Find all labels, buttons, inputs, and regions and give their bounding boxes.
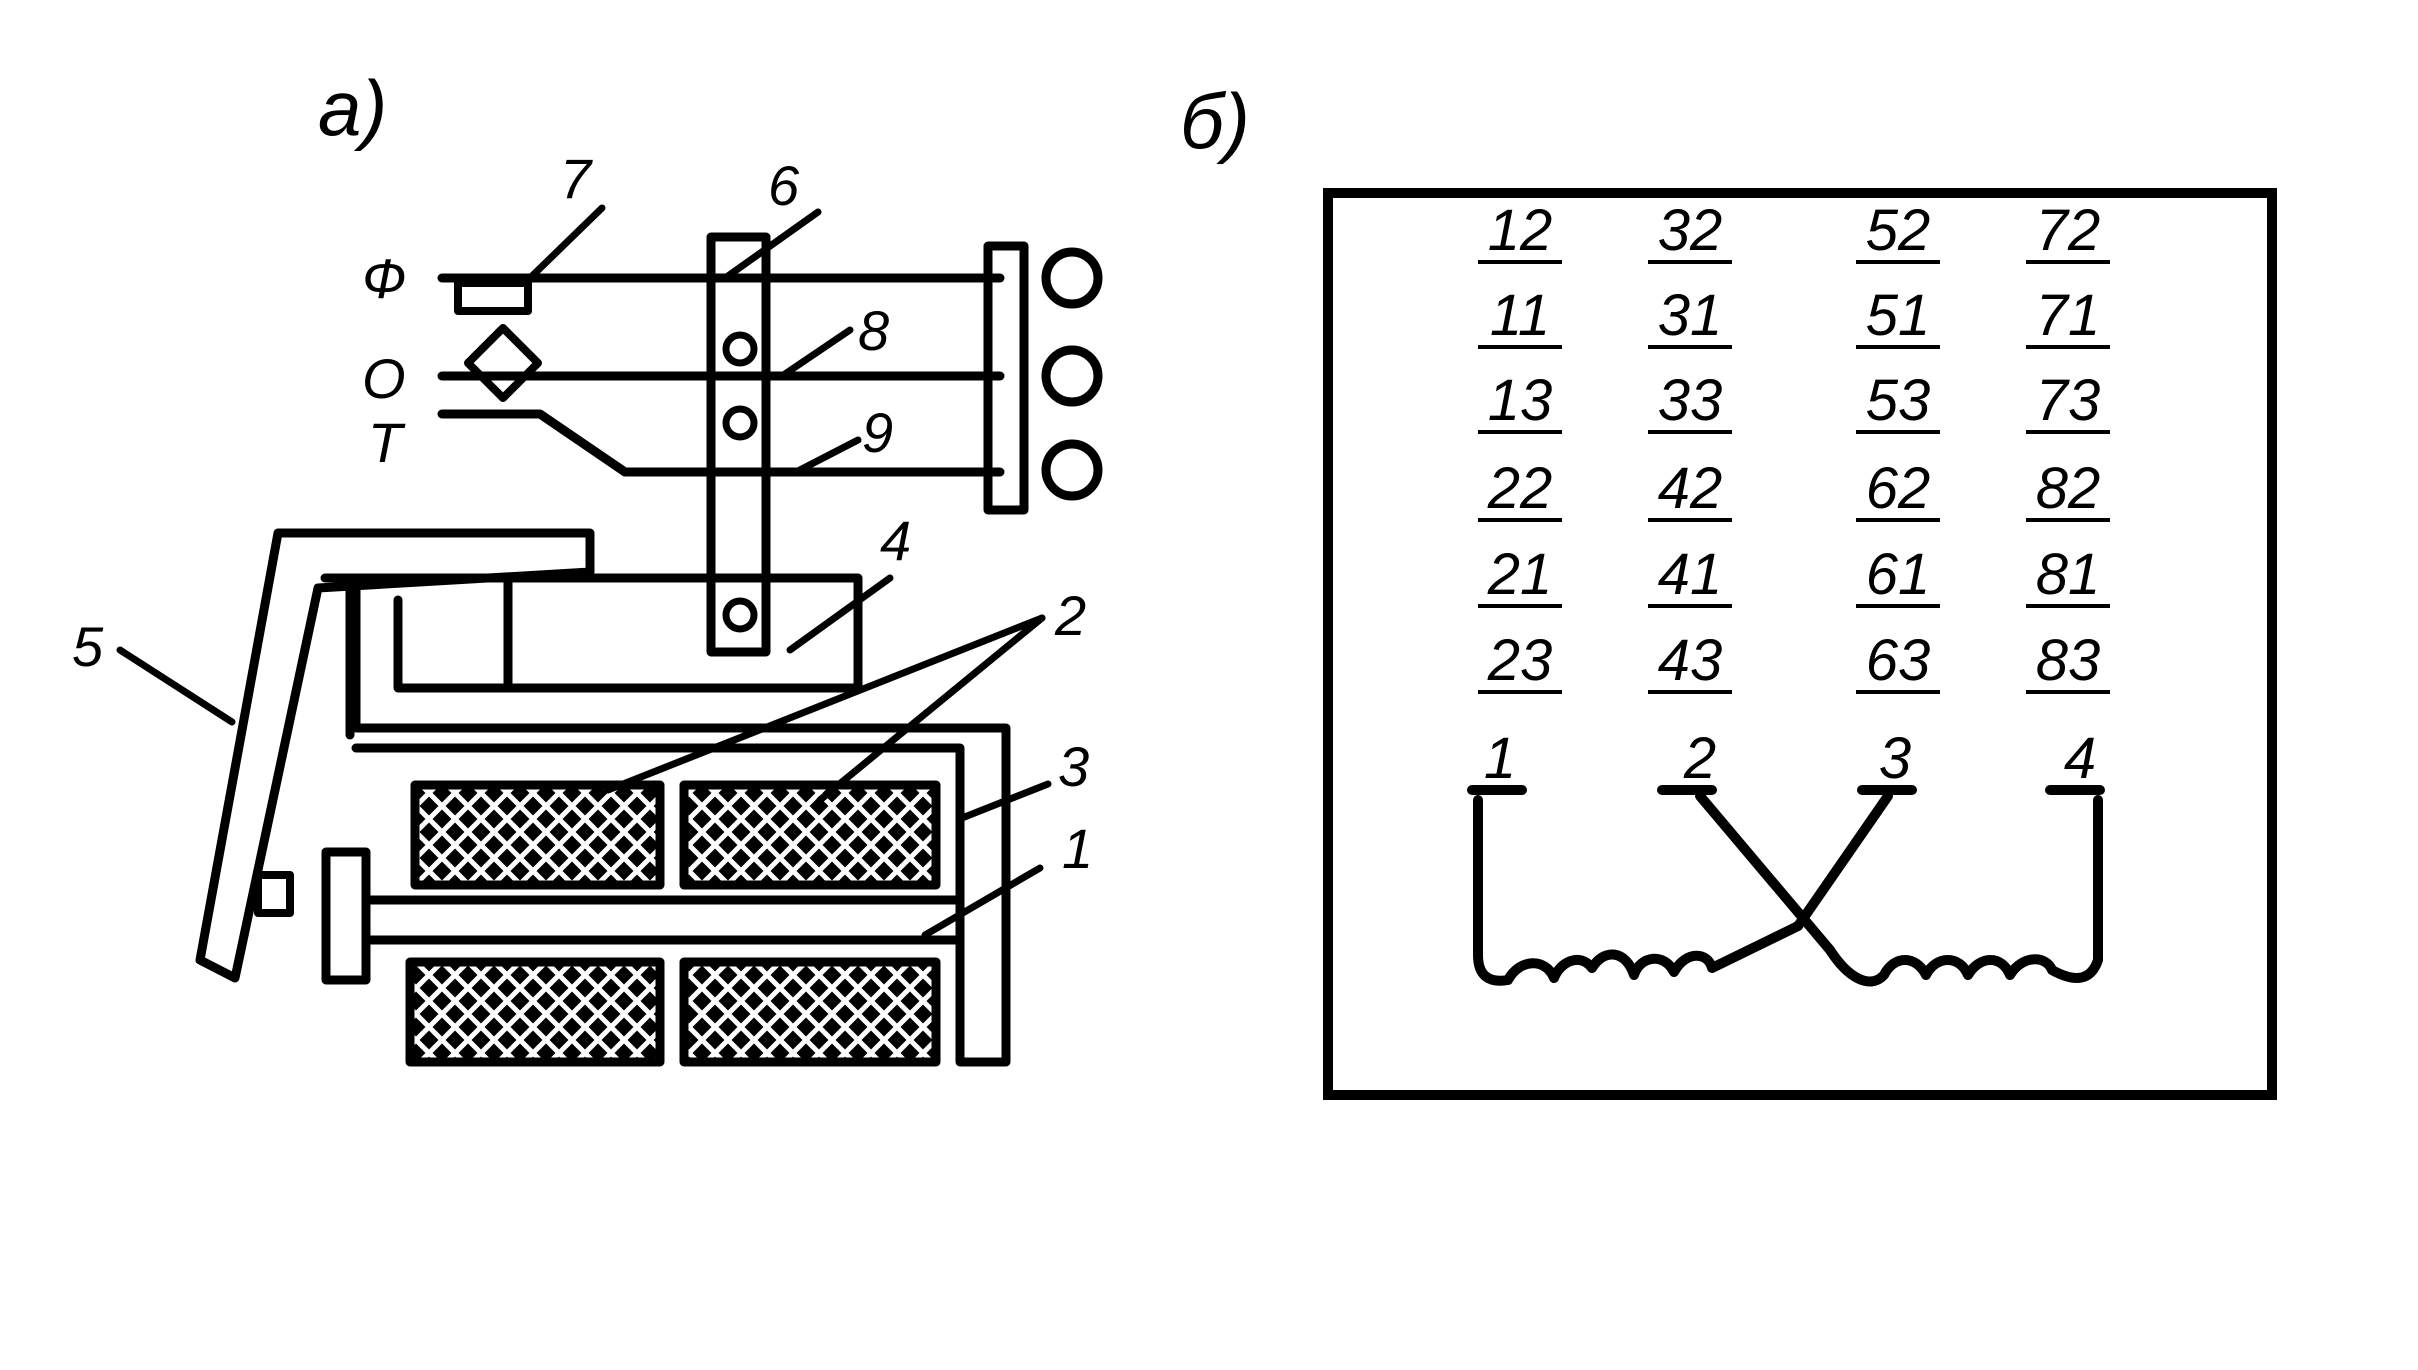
winding-terminal-labels: 1 2 3 4 (1484, 726, 2096, 791)
part-number-1: 1 (1062, 817, 1093, 880)
plunger-head (321, 847, 371, 985)
panel-a-title: а) (318, 64, 387, 152)
lever-stop (254, 871, 294, 917)
leader-lines (116, 204, 1052, 939)
coil-lower-left (405, 957, 665, 1067)
terminal-ring-3 (1041, 439, 1103, 501)
leader-2b (816, 614, 1046, 804)
leader-3 (958, 780, 1052, 822)
traverse-pin-1 (722, 331, 758, 367)
terminal-ring-1 (1041, 247, 1103, 309)
terminal-label: 53 (1866, 368, 1931, 433)
terminal-label: 12 (1488, 198, 1553, 263)
terminal-label: 33 (1658, 368, 1723, 433)
terminal-ring-2 (1041, 345, 1103, 407)
bus-label-phi: Ф (362, 247, 407, 310)
terminal-label: 43 (1658, 628, 1723, 693)
terminal-label: 22 (1487, 456, 1553, 521)
lead-2-to-right (1695, 791, 1835, 955)
contact-7 (454, 279, 532, 315)
terminal-grid: 12 32 52 72 11 31 51 71 13 33 53 73 22 42 62 82 21 41 61 81… (1478, 198, 2110, 694)
terminal-label: 61 (1866, 542, 1931, 607)
bus-t (437, 409, 1005, 477)
part-number-8: 8 (858, 299, 889, 362)
terminal-panel-frame (1323, 188, 2277, 1100)
winding-left-half (1473, 795, 1803, 986)
panel-a: а) Ф О Т (72, 64, 1103, 1067)
traverse-pin-2 (722, 405, 758, 441)
part-number-2: 2 (1054, 584, 1086, 647)
part-number-9: 9 (862, 401, 893, 464)
winding-terminal-label: 1 (1484, 726, 1516, 791)
coil-upper-left (410, 780, 665, 890)
terminal-label: 11 (1490, 283, 1550, 348)
winding-terminal-label: 4 (2064, 726, 2096, 791)
terminal-label: 63 (1866, 628, 1931, 693)
leader-1 (921, 864, 1044, 939)
panel-b-title: б) (1180, 77, 1250, 165)
winding-terminal-label: 2 (1683, 726, 1716, 791)
terminal-label: 32 (1658, 198, 1723, 263)
armature (320, 573, 863, 693)
terminal-label: 62 (1866, 456, 1931, 521)
magnetic-core (351, 581, 1011, 1067)
leader-5 (116, 646, 236, 726)
terminal-label: 72 (2036, 198, 2101, 263)
terminal-label: 41 (1658, 542, 1723, 607)
leader-4 (786, 574, 894, 654)
bus-label-t: Т (368, 411, 406, 474)
terminal-label: 73 (2036, 368, 2101, 433)
traverse-bar (706, 232, 771, 657)
terminal-label: 83 (2036, 628, 2101, 693)
terminal-label: 31 (1658, 283, 1723, 348)
coil-lower-right (679, 957, 941, 1067)
terminal-label: 13 (1488, 368, 1553, 433)
winding-schematic (1467, 785, 2105, 987)
terminal-label: 42 (1658, 456, 1723, 521)
winding-terminal-label: 3 (1879, 726, 1911, 791)
part-number-7: 7 (560, 147, 593, 210)
terminal-label: 23 (1487, 628, 1553, 693)
part-number-6: 6 (768, 154, 800, 217)
terminal-label: 82 (2036, 456, 2101, 521)
leader-8 (778, 326, 854, 380)
terminal-block (983, 241, 1029, 515)
part-number-4: 4 (880, 509, 911, 572)
terminal-label: 52 (1866, 198, 1931, 263)
lead-3-to-left (1793, 791, 1893, 931)
traverse-pin-3 (722, 597, 758, 633)
bus-label-o: О (362, 347, 406, 410)
part-number-5: 5 (72, 615, 104, 678)
contact-diamond (464, 324, 542, 402)
terminal-label: 81 (2036, 542, 2101, 607)
leader-9 (792, 436, 862, 476)
terminal-label: 51 (1866, 283, 1931, 348)
terminal-label: 71 (2036, 283, 2101, 348)
coil-upper-right (679, 780, 941, 890)
lever (195, 528, 595, 983)
plunger (361, 895, 965, 945)
terminal-label: 21 (1487, 542, 1553, 607)
part-number-3: 3 (1058, 735, 1089, 798)
winding-right-half (1825, 795, 2103, 987)
leader-7 (526, 204, 606, 282)
leader-6 (724, 208, 822, 280)
leader-2a (604, 614, 1046, 794)
